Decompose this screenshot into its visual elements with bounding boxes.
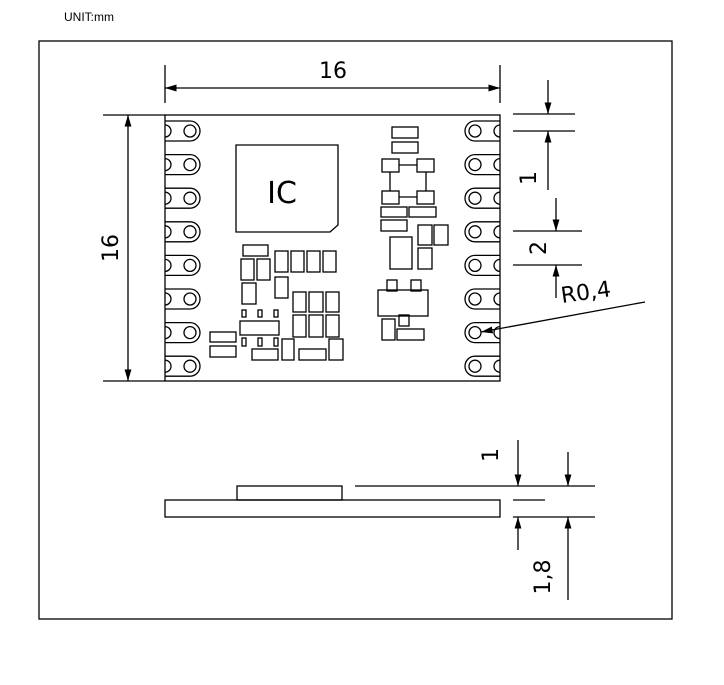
smd-component <box>308 291 324 313</box>
smd-component <box>209 345 237 358</box>
side-board <box>164 499 501 518</box>
smd-component <box>391 126 419 139</box>
smd-component <box>398 314 410 327</box>
smd-component <box>381 190 400 205</box>
total-height-dim: 1,8 <box>531 560 556 595</box>
width-dim: 16 <box>319 59 347 84</box>
pad-left <box>164 355 201 377</box>
smd-component <box>281 338 295 361</box>
unit-label: UNIT:mm <box>64 10 114 24</box>
smd-component <box>380 206 408 218</box>
ic-chip <box>235 144 339 233</box>
pad-left <box>164 153 201 176</box>
smd-component <box>410 279 422 292</box>
pad-left <box>164 187 201 209</box>
smd-component <box>377 289 429 317</box>
smd-component <box>273 337 279 347</box>
radius-dim: R0,4 <box>559 277 612 309</box>
smd-component <box>241 337 247 347</box>
frame <box>38 40 673 620</box>
smd-component <box>292 314 307 338</box>
smd-component <box>257 337 263 347</box>
pad-left <box>164 120 201 142</box>
pad-left <box>164 254 201 277</box>
smd-component <box>241 309 247 318</box>
smd-component <box>433 224 449 246</box>
pad-right <box>464 120 501 142</box>
smd-component <box>241 282 257 305</box>
smd-component <box>209 331 237 343</box>
top-dimensions: 16 16 1 2 R0,4 <box>99 59 646 382</box>
pad-right <box>464 187 501 209</box>
smd-component <box>325 314 340 338</box>
smd-component <box>256 258 271 281</box>
side-shield <box>236 485 343 501</box>
smd-component <box>251 348 279 361</box>
smd-component <box>380 219 408 232</box>
smd-component <box>386 279 398 292</box>
smd-component <box>257 309 263 318</box>
height-dim: 16 <box>99 234 124 262</box>
side-view: 1 1,8 <box>164 440 595 600</box>
pad-right <box>464 288 501 310</box>
pad-pitch-dim: 2 <box>527 241 552 255</box>
smd-component <box>274 250 289 273</box>
smd-component <box>273 309 279 318</box>
smd-component <box>416 158 435 173</box>
smd-component <box>308 314 324 338</box>
smd-component <box>240 258 255 281</box>
board-top-view: IC <box>164 114 501 382</box>
smd-component <box>274 276 289 299</box>
smd-component <box>306 250 321 273</box>
smd-component <box>239 320 280 336</box>
pad-right <box>464 221 501 243</box>
pad-right <box>464 355 501 377</box>
smd-component <box>381 318 396 341</box>
smd-component <box>389 236 413 270</box>
smd-component <box>298 348 327 361</box>
smd-component <box>396 328 425 341</box>
pad-left <box>164 288 201 310</box>
smd-component <box>325 291 340 313</box>
smd-component <box>408 206 437 218</box>
smd-component <box>328 338 344 361</box>
smd-component <box>391 141 419 154</box>
smd-component <box>417 247 433 270</box>
smd-component <box>290 250 305 273</box>
smd-component <box>242 244 269 257</box>
pad-right <box>464 153 501 176</box>
smd-component <box>381 158 400 173</box>
smd-component <box>292 291 307 313</box>
smd-component <box>416 190 435 205</box>
smd-component <box>322 250 337 273</box>
shield-height-dim: 1 <box>479 448 504 462</box>
pad-left <box>164 221 201 243</box>
ic-label: IC <box>267 176 297 211</box>
pad-gap-dim: 1 <box>517 171 542 185</box>
pad-left <box>164 321 201 344</box>
smd-component <box>417 224 433 246</box>
pad-right <box>464 254 501 277</box>
pad-right <box>464 321 501 344</box>
